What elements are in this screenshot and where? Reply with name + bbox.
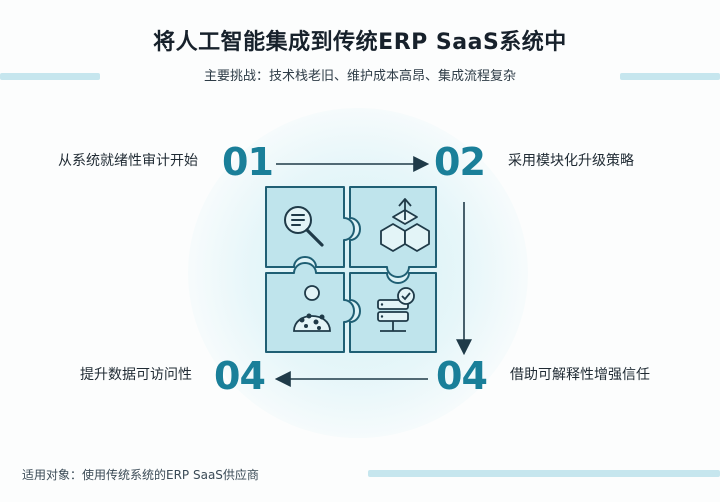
step-2-label: 采用模块化升级策略 <box>508 153 634 169</box>
puzzle-piece-bottom-left <box>265 262 355 353</box>
page-title: 将人工智能集成到传统ERP SaaS系统中 <box>153 30 567 55</box>
page-subtitle: 主要挑战：技术栈老旧、维护成本高昂、集成流程复杂 <box>203 69 516 84</box>
step-1-label: 从系统就绪性审计开始 <box>58 153 198 169</box>
step-4-number: 04 <box>214 354 266 398</box>
step-4-label: 提升数据可访问性 <box>80 367 192 383</box>
step-3-label: 借助可解释性增强信任 <box>510 367 650 383</box>
step-3-number: 04 <box>436 354 488 398</box>
document-search-icon <box>284 206 324 247</box>
user-data-icon <box>293 285 331 332</box>
decorative-stripe-bottom <box>368 470 720 477</box>
decorative-stripe-left <box>0 73 100 80</box>
step-1-number: 01 <box>222 140 274 184</box>
modular-cubes-icon <box>380 198 430 252</box>
step-2-number: 02 <box>434 140 486 184</box>
decorative-stripe-right <box>620 73 720 80</box>
server-check-icon <box>377 287 415 332</box>
footer-audience-note: 适用对象：使用传统系统的ERP SaaS供应商 <box>22 468 259 482</box>
